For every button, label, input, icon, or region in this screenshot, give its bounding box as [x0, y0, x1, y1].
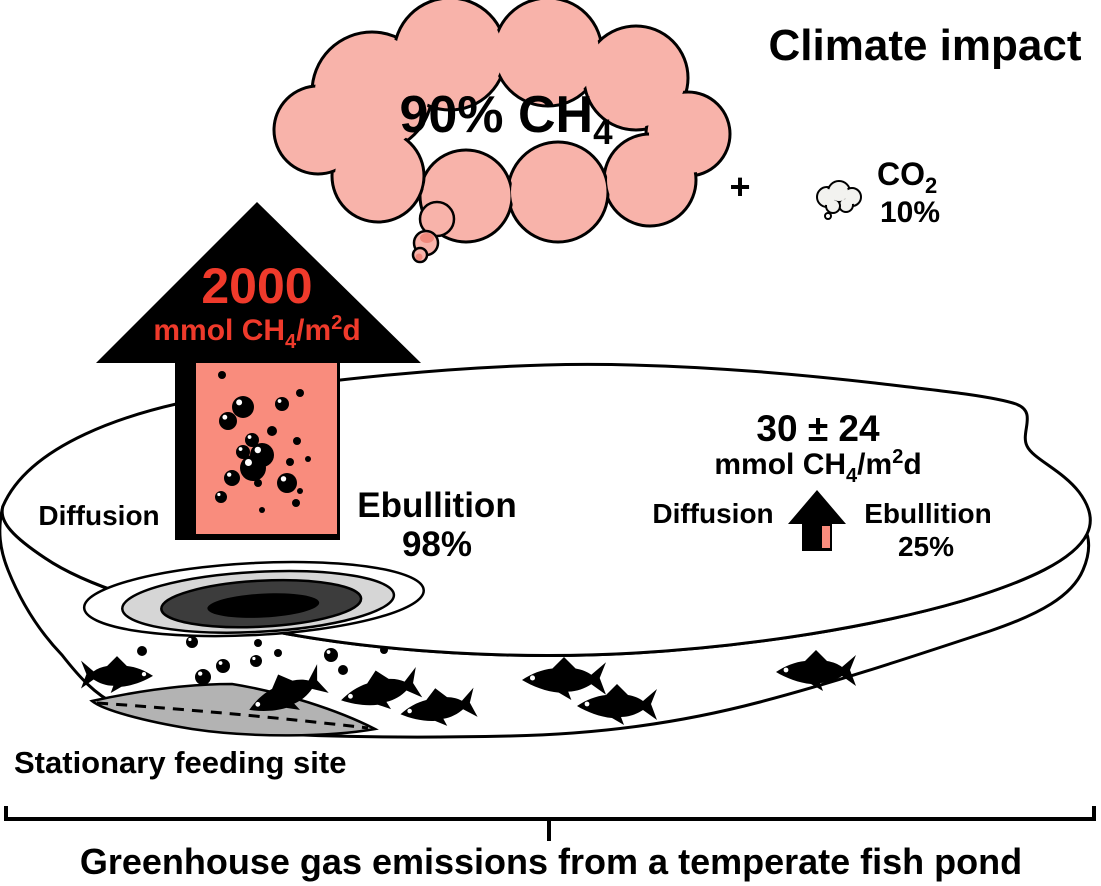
caption-bracket	[4, 806, 1096, 841]
bubble	[338, 665, 348, 675]
bubble	[297, 488, 303, 494]
co2-percent: 10%	[880, 196, 940, 229]
flux-value-large: 2000	[201, 258, 312, 314]
bubble	[137, 646, 147, 656]
small-flux-arrow	[788, 490, 846, 551]
water-bubbles	[137, 636, 388, 691]
whole-pond-flux: 30 ± 24 mmol CH4/m2d Diffusion Ebullitio…	[652, 408, 991, 562]
cloud-inner-fill	[277, 1, 727, 239]
small-arrow-shape	[788, 490, 846, 551]
ebullition-label-right: Ebullition	[864, 498, 992, 529]
flux-value-small: 30 ± 24	[756, 408, 880, 449]
bubble	[218, 371, 226, 379]
small-arrow-ebullition-strip	[822, 526, 830, 548]
co2-label: CO2	[877, 156, 937, 198]
diffusion-label-left: Diffusion	[38, 500, 159, 531]
bubble	[292, 499, 300, 507]
ebullition-label-left: Ebullition	[357, 486, 516, 525]
ch4-cloud-label: 90% CH4	[399, 86, 613, 152]
shaft-bubbles	[215, 371, 311, 513]
figure-caption: Greenhouse gas emissions from a temperat…	[80, 841, 1022, 882]
bubble	[267, 426, 277, 436]
bubble	[259, 507, 265, 513]
ch4-thought-cloud: 90% CH4	[272, 0, 732, 264]
bubble	[305, 456, 311, 462]
feeding-site-label: Stationary feeding site	[14, 745, 346, 780]
sediment-mound-shape	[89, 682, 379, 737]
page-title: Climate impact	[769, 21, 1082, 70]
feeding-site-flux-arrow: 2000 mmol CH4/m2d	[96, 202, 421, 540]
plus-sign: +	[729, 166, 750, 207]
feeding-site-hotspot	[82, 560, 425, 638]
bubble	[293, 437, 301, 445]
thought-trail-bubbles	[411, 200, 456, 264]
diffusion-label-right: Diffusion	[652, 498, 773, 529]
bubble	[380, 646, 388, 654]
ebullition-percent-right: 25%	[898, 531, 954, 562]
bubble	[254, 639, 262, 647]
bubble	[286, 458, 294, 466]
flux-unit-small: mmol CH4/m2d	[714, 446, 921, 487]
bubble	[254, 479, 262, 487]
sediment-mound	[89, 682, 379, 737]
bubble	[296, 389, 304, 397]
hotspot-ring-center	[207, 593, 320, 618]
ebullition-percent-left: 98%	[402, 525, 472, 564]
arrow-head	[96, 202, 421, 363]
bubble	[274, 649, 282, 657]
co2-cloud-icon	[816, 180, 862, 220]
flux-unit-large: mmol CH4/m2d	[153, 312, 360, 353]
thought-trail-accents	[415, 233, 434, 261]
sediment-dashed-line	[96, 701, 369, 730]
